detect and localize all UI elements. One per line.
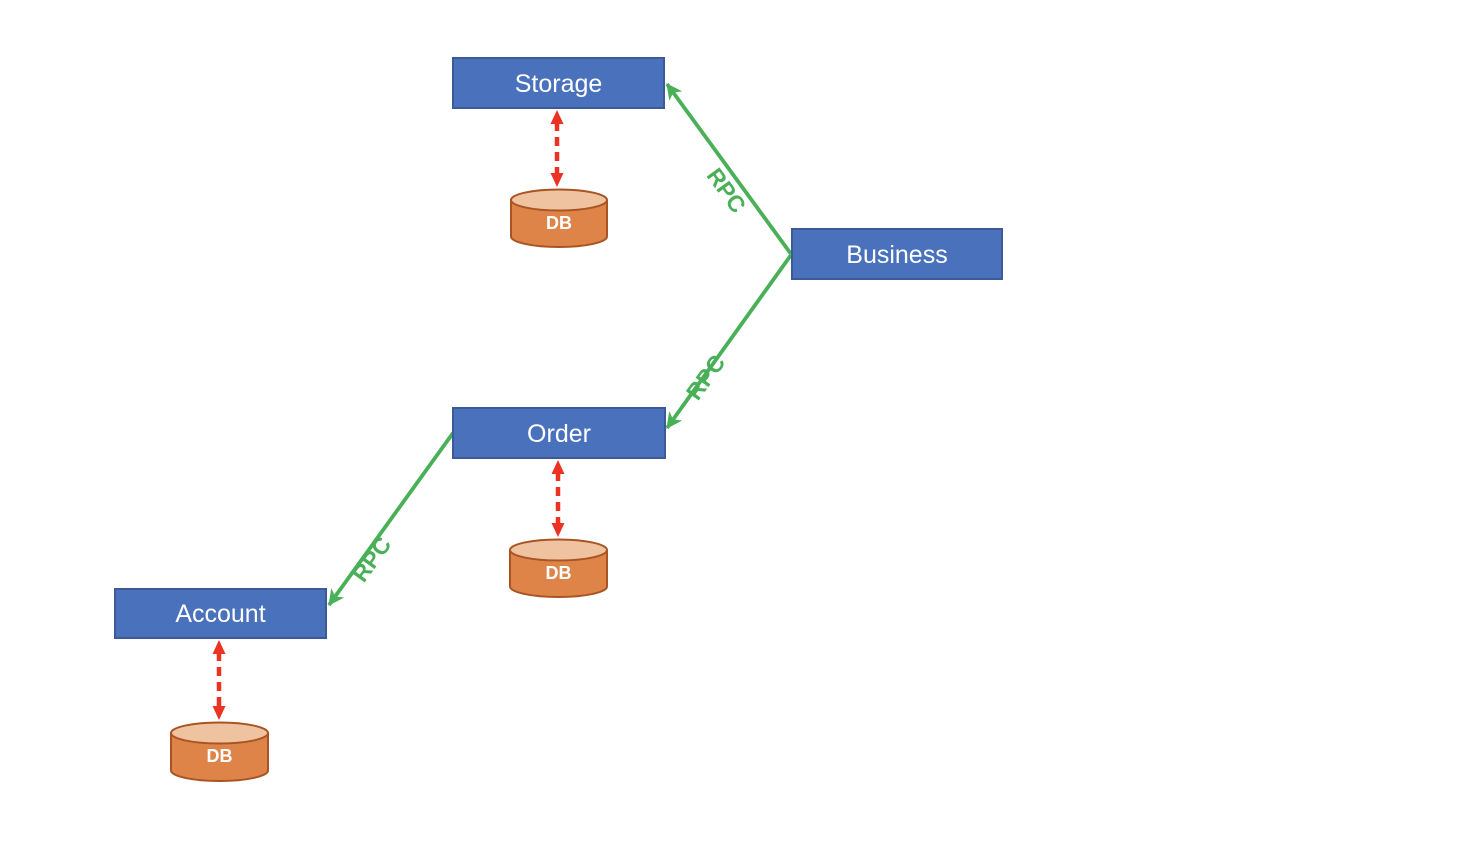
rpc-label: RPC [347, 532, 397, 587]
rpc-arrow-line [327, 431, 455, 607]
db-cylinder-body [170, 733, 269, 782]
rpc-arrow-order-to-account: RPC [327, 431, 455, 607]
node-storage: Storage [452, 57, 665, 109]
db-cylinder-top [170, 721, 269, 745]
rpc-arrow-business-to-order: RPC [665, 253, 793, 430]
node-business-box [791, 228, 1003, 280]
node-order-label: Order [527, 420, 591, 448]
rpc-arrow-business-to-storage: RPC [665, 82, 793, 256]
db-cylinder-top [509, 538, 608, 562]
db-label: DB [546, 563, 572, 583]
node-storage-label: Storage [515, 70, 603, 98]
rpc-arrow-line [665, 253, 793, 430]
db-cylinder-top [510, 188, 608, 212]
db-link-order [551, 460, 565, 537]
node-business-label: Business [846, 241, 947, 269]
node-account-box [114, 588, 327, 639]
arrow-up-head [212, 640, 226, 654]
arrow-up-head [551, 460, 565, 474]
arrow-down-head [551, 523, 565, 537]
node-order: Order [452, 407, 666, 459]
db-link-storage [550, 110, 564, 187]
node-account: Account [114, 588, 327, 639]
db-cylinder-body [509, 550, 608, 598]
arrow-up-head [550, 110, 564, 124]
rpc-arrow-line [665, 82, 793, 256]
db-cylinder-body [510, 200, 608, 248]
arrow-down-head [550, 173, 564, 187]
db-link-account [212, 640, 226, 720]
db-cylinder-order: DB [509, 538, 608, 598]
db-label: DB [546, 213, 572, 233]
db-cylinder-storage: DB [510, 188, 608, 248]
node-order-box [452, 407, 666, 459]
node-business: Business [791, 228, 1003, 280]
db-cylinder-account: DB [170, 721, 269, 782]
node-storage-box [452, 57, 665, 109]
db-label: DB [207, 746, 233, 766]
arrow-down-head [212, 706, 226, 720]
node-account-label: Account [175, 600, 265, 628]
